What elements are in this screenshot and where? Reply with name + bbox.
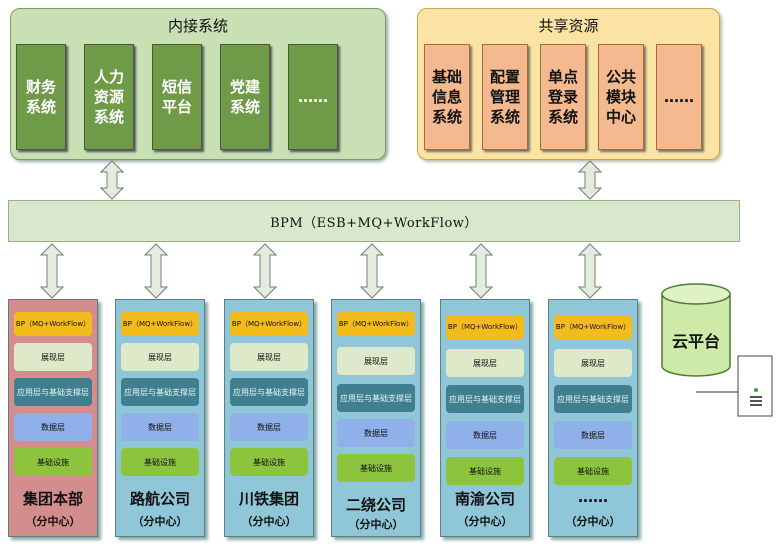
layer-app: 应用层与基础支撑层 (337, 384, 415, 412)
company-column-6[interactable]: BP（MQ+WorkFlow） 展现层 应用层与基础支撑层 数据层 基础设施 …… (548, 299, 638, 537)
layer-base: 基础设施 (14, 448, 92, 476)
arrow-shared-bpm-icon (578, 160, 602, 200)
arrow-bpm-company-2-icon (144, 243, 168, 299)
arrow-bpm-company-3-icon (253, 243, 277, 299)
layer-data: 数据层 (14, 413, 92, 441)
system-finance[interactable]: 财务 系统 (16, 44, 66, 150)
company-sub: （分中心） (132, 515, 188, 528)
company-column-1[interactable]: BP（MQ+WorkFlow） 展现层 应用层与基础支撑层 数据层 基础设施 集… (8, 299, 98, 537)
layer-base: 基础设施 (121, 448, 199, 476)
layer-app: 应用层与基础支撑层 (554, 385, 632, 413)
layer-data: 数据层 (230, 413, 308, 441)
layer-app: 应用层与基础支撑层 (230, 378, 308, 406)
arrow-bpm-company-1-icon (40, 243, 64, 299)
bpm-label: BPM（ESB+MQ+WorkFlow） (270, 215, 478, 231)
company-sub: （分中心） (565, 515, 621, 528)
system-sms-label: 短信 平台 (161, 78, 192, 116)
system-more-label: …… (298, 88, 328, 106)
layer-bp: BP（MQ+WorkFlow） (121, 312, 199, 336)
layer-bp: BP（MQ+WorkFlow） (14, 312, 92, 336)
company-name: 二绕公司 (345, 496, 406, 514)
company-sub: （分中心） (457, 515, 513, 528)
company-name: …… (578, 488, 608, 506)
shared-resources-title: 共享资源 (538, 17, 599, 35)
layer-base: 基础设施 (554, 457, 632, 485)
layer-app: 应用层与基础支撑层 (446, 385, 524, 413)
layer-show: 展现层 (121, 343, 199, 371)
layer-bp: BP（MQ+WorkFlow） (446, 315, 524, 339)
company-sub: （分中心） (25, 515, 81, 528)
layer-bp: BP（MQ+WorkFlow） (337, 312, 415, 336)
system-party-label: 党建 系统 (229, 78, 260, 116)
company-sub: （分中心） (241, 515, 297, 528)
layer-show: 展现层 (554, 349, 632, 377)
system-more[interactable]: …… (288, 44, 338, 150)
arrow-bpm-company-4-icon (360, 243, 384, 299)
layer-show: 展现层 (14, 343, 92, 371)
layer-show: 展现层 (446, 349, 524, 377)
system-finance-label: 财务 系统 (25, 78, 56, 116)
resource-common-module[interactable]: 公共 模块 中心 (598, 44, 644, 150)
layer-app: 应用层与基础支撑层 (14, 378, 92, 406)
company-name: 川铁集团 (238, 490, 299, 508)
company-column-3[interactable]: BP（MQ+WorkFlow） 展现层 应用层与基础支撑层 数据层 基础设施 川… (224, 299, 314, 537)
layer-base: 基础设施 (337, 454, 415, 482)
arrow-inner-bpm-icon (100, 160, 124, 200)
server-icon[interactable] (694, 352, 780, 422)
layer-data: 数据层 (337, 419, 415, 447)
company-column-5[interactable]: BP（MQ+WorkFlow） 展现层 应用层与基础支撑层 数据层 基础设施 南… (440, 299, 530, 537)
inner-systems-title: 内接系统 (167, 17, 228, 35)
resource-sso-label: 单点 登录 系统 (547, 68, 578, 126)
cloud-platform-label: 云平台 (671, 332, 720, 351)
bpm-bar: BPM（ESB+MQ+WorkFlow） (8, 200, 740, 242)
layer-bp: BP（MQ+WorkFlow） (230, 312, 308, 336)
system-party[interactable]: 党建 系统 (220, 44, 270, 150)
company-name: 集团本部 (22, 490, 83, 508)
layer-data: 数据层 (121, 413, 199, 441)
system-hr[interactable]: 人力 资源 系统 (84, 44, 134, 150)
resource-basic-info[interactable]: 基础 信息 系统 (424, 44, 470, 150)
layer-data: 数据层 (446, 421, 524, 449)
resource-sso[interactable]: 单点 登录 系统 (540, 44, 586, 150)
layer-app: 应用层与基础支撑层 (121, 378, 199, 406)
layer-data: 数据层 (554, 421, 632, 449)
company-column-4[interactable]: BP（MQ+WorkFlow） 展现层 应用层与基础支撑层 数据层 基础设施 二… (331, 299, 421, 537)
system-hr-label: 人力 资源 系统 (93, 68, 124, 126)
company-column-2[interactable]: BP（MQ+WorkFlow） 展现层 应用层与基础支撑层 数据层 基础设施 路… (115, 299, 205, 537)
company-name: 南渝公司 (454, 490, 515, 508)
resource-config[interactable]: 配置 管理 系统 (482, 44, 528, 150)
company-name: 路航公司 (129, 490, 190, 508)
layer-bp: BP（MQ+WorkFlow） (554, 315, 632, 339)
resource-basic-info-label: 基础 信息 系统 (431, 68, 462, 126)
company-sub: （分中心） (348, 518, 404, 531)
layer-base: 基础设施 (446, 457, 524, 485)
layer-show: 展现层 (337, 347, 415, 375)
resource-more[interactable]: …… (656, 44, 702, 150)
resource-common-module-label: 公共 模块 中心 (605, 68, 636, 126)
layer-base: 基础设施 (230, 448, 308, 476)
arrow-bpm-company-6-icon (578, 243, 602, 299)
arrow-bpm-company-5-icon (469, 243, 493, 299)
system-sms[interactable]: 短信 平台 (152, 44, 202, 150)
resource-more-label: …… (664, 88, 694, 106)
resource-config-label: 配置 管理 系统 (489, 68, 520, 126)
cloud-platform-cylinder-icon (661, 283, 731, 377)
layer-show: 展现层 (230, 343, 308, 371)
